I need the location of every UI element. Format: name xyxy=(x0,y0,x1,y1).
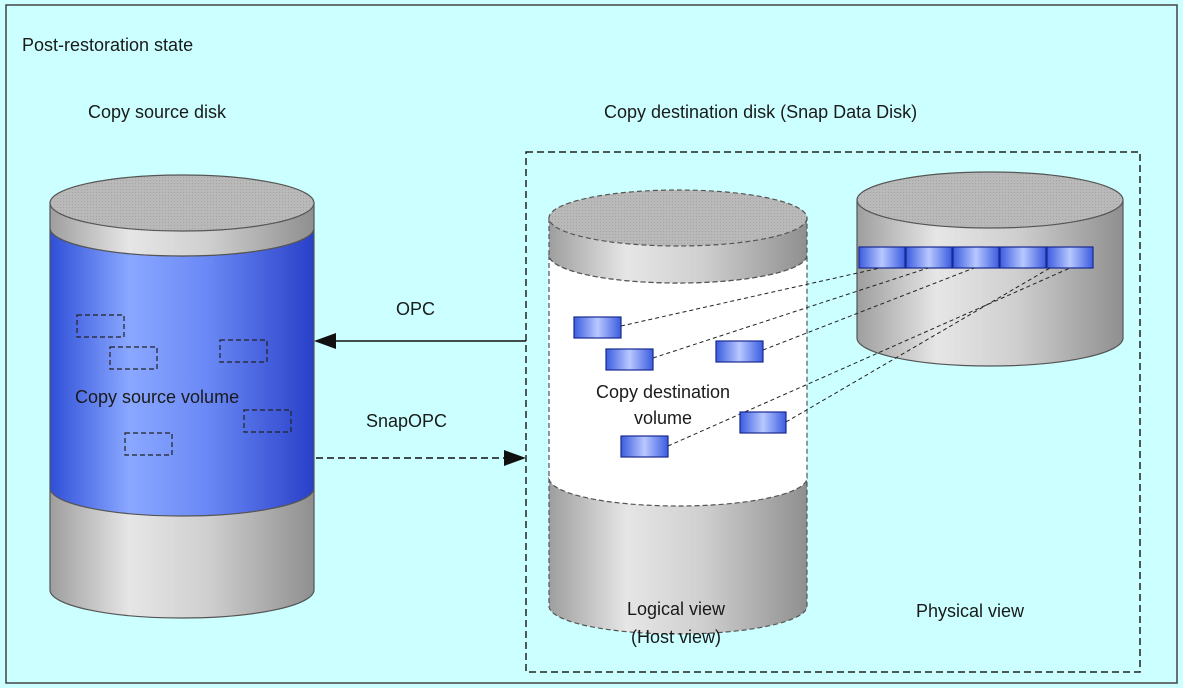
logical-disk-top xyxy=(548,189,808,247)
source-empty-block xyxy=(109,346,158,370)
physical-disk xyxy=(856,171,1124,367)
destination-disk-heading: Copy destination disk (Snap Data Disk) xyxy=(604,102,918,122)
destination-volume-label-line2: volume xyxy=(633,408,693,428)
opc-label: OPC xyxy=(396,299,436,319)
frame-title: Post-restoration state xyxy=(22,35,194,55)
logical-block xyxy=(620,435,669,458)
source-disk xyxy=(49,174,315,619)
source-disk-top xyxy=(49,174,315,232)
source-empty-block xyxy=(219,339,268,363)
destination-volume-label: Copy destination volume xyxy=(568,381,758,429)
logical-block xyxy=(605,348,654,371)
physical-block xyxy=(858,246,906,269)
logical-blocks xyxy=(573,316,787,458)
source-empty-block xyxy=(124,432,173,456)
logical-block xyxy=(573,316,622,339)
logical-block xyxy=(715,340,764,363)
source-empty-block xyxy=(76,314,125,338)
logical-view-line2: (Host view) xyxy=(630,627,721,647)
destination-group-box xyxy=(525,151,1141,673)
physical-disk-top xyxy=(856,171,1124,229)
opc-arrow xyxy=(314,333,526,349)
physical-block xyxy=(1046,246,1094,269)
snapopc-arrow xyxy=(316,450,526,466)
logical-view-label: Logical view (Host view) xyxy=(596,598,756,648)
physical-block xyxy=(999,246,1047,269)
snapopc-label: SnapOPC xyxy=(366,411,448,431)
physical-block xyxy=(905,246,953,269)
source-disk-heading: Copy source disk xyxy=(88,102,227,122)
destination-volume-label-line1: Copy destination xyxy=(595,382,731,402)
source-volume-label: Copy source volume xyxy=(75,387,240,407)
mapping-lines xyxy=(620,267,1071,447)
logical-disk xyxy=(548,189,808,635)
physical-block xyxy=(952,246,1000,269)
source-volume-band xyxy=(49,227,315,517)
logical-view-line1: Logical view xyxy=(626,599,726,619)
logical-block xyxy=(739,411,787,434)
source-empty-block xyxy=(243,409,292,433)
physical-view-label: Physical view xyxy=(916,601,1025,621)
